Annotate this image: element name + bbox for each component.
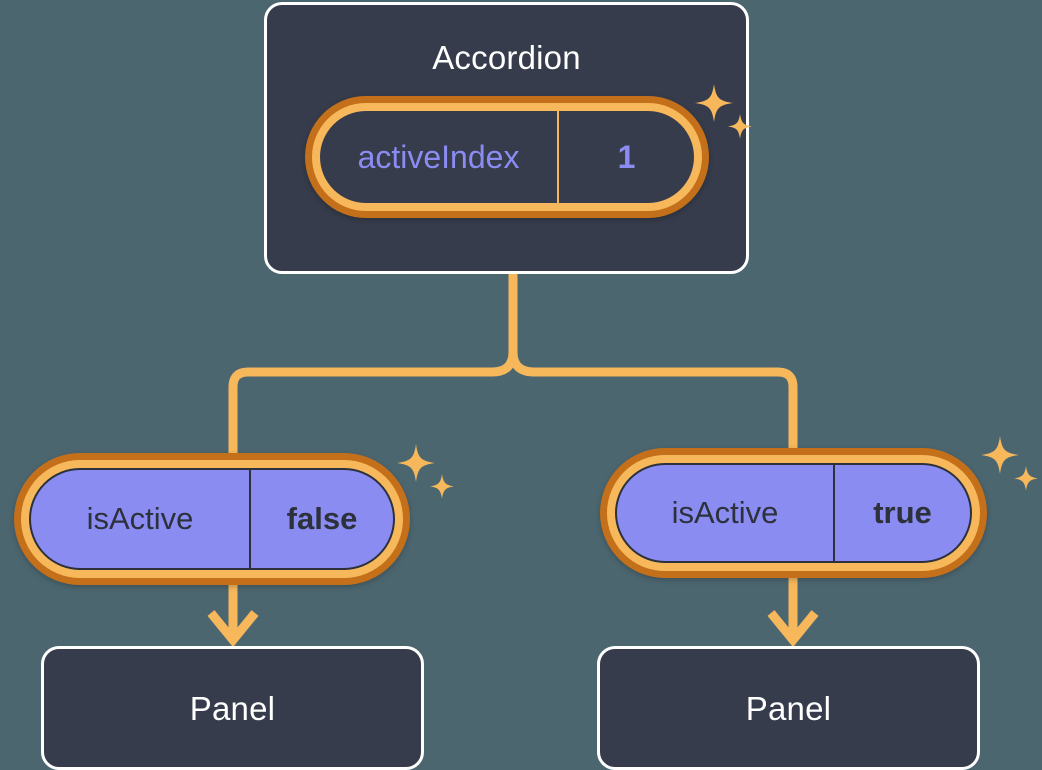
component-title: Panel: [745, 690, 832, 727]
component-title: Accordion: [432, 39, 581, 76]
state-key-label: isActive: [617, 465, 835, 561]
component-title: Panel: [189, 690, 276, 727]
pill-body: isActive false: [29, 468, 395, 570]
arrow-down-icon-left: [207, 585, 259, 648]
pill-highlight-ring: isActive true: [607, 455, 980, 571]
pill-highlight-ring: isActive false: [21, 460, 403, 578]
wire-branch-left: [228, 351, 518, 458]
arrow-down-icon-right: [767, 578, 819, 648]
wire-branch-right: [508, 351, 798, 454]
state-key-label: isActive: [31, 470, 251, 568]
state-value-label: 1: [617, 138, 636, 175]
sparkles-icon-true: [981, 436, 1038, 491]
state-pill-is-active-false[interactable]: isActive false: [14, 453, 410, 585]
state-key-label: activeIndex: [320, 111, 559, 203]
state-pill-is-active-true[interactable]: isActive true: [600, 448, 987, 578]
state-value-label: true: [873, 495, 932, 530]
pill-highlight-ring: activeIndex 1: [312, 103, 702, 211]
pill-body: isActive true: [615, 463, 972, 563]
component-card-panel-right[interactable]: Panel: [597, 646, 980, 770]
state-pill-active-index[interactable]: activeIndex 1: [305, 96, 709, 218]
pill-body: activeIndex 1: [320, 111, 694, 203]
component-card-panel-left[interactable]: Panel: [41, 646, 424, 770]
state-value-label: false: [286, 501, 358, 536]
